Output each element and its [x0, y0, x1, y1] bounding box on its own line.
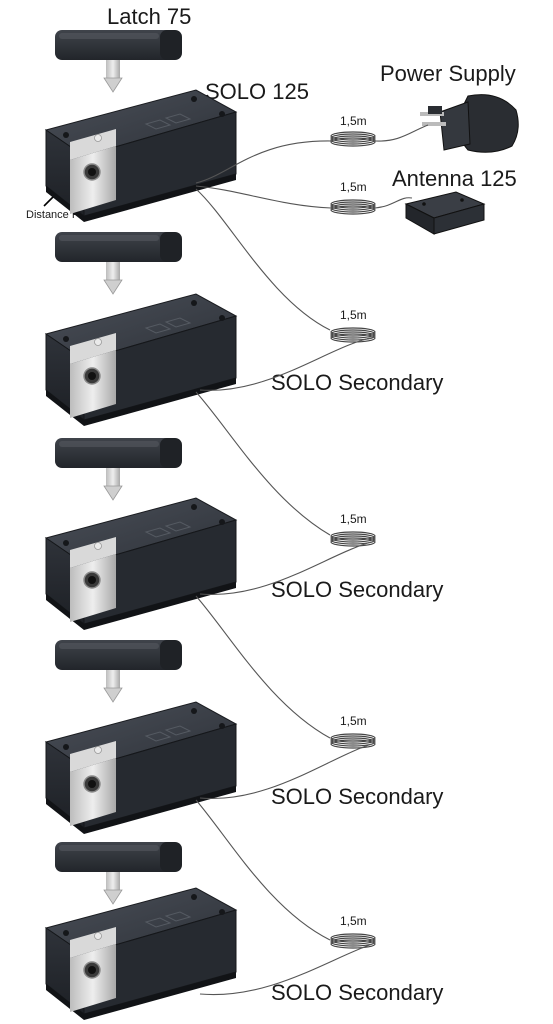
cable-length: 1,5m	[340, 714, 367, 728]
antenna-label: Antenna 125	[392, 166, 517, 191]
solo-secondary-label: SOLO Secondary	[271, 980, 443, 1005]
solo-125-lock	[45, 89, 237, 223]
solo-secondary-label: SOLO Secondary	[271, 370, 443, 395]
latch-75-secondary	[54, 437, 183, 501]
latch-label: Latch 75	[107, 4, 191, 29]
secondary-unit: 1,5m SOLO Secondary	[45, 639, 443, 941]
power-supply-device	[420, 94, 519, 153]
secondary-unit: 1,5m SOLO Secondary	[45, 231, 443, 536]
cables-main	[195, 124, 429, 331]
solo-secondary-label: SOLO Secondary	[271, 784, 443, 809]
cable-length: 1,5m	[340, 914, 367, 928]
secondary-unit: 1,5m SOLO Secondary	[45, 841, 443, 1021]
secondary-unit: 1,5m SOLO Secondary	[45, 437, 443, 739]
power-supply-label: Power Supply	[380, 61, 516, 86]
main-lock-label: SOLO 125	[205, 79, 309, 104]
cable-coil	[330, 733, 376, 749]
solo-secondary-label: SOLO Secondary	[271, 577, 443, 602]
latch-75-secondary	[54, 639, 183, 703]
latch-75-secondary	[54, 231, 183, 295]
cable-length-antenna: 1,5m	[340, 180, 367, 194]
latch-75	[54, 29, 183, 93]
cable-length: 1,5m	[340, 512, 367, 526]
cable-coil-antenna	[330, 199, 376, 215]
cable-coil	[330, 327, 376, 343]
antenna-125-device	[404, 191, 486, 235]
cable-length: 1,5m	[340, 308, 367, 322]
solo-secondary-lock	[45, 887, 237, 1021]
cable-coil-power	[330, 131, 376, 147]
cable-length-power: 1,5m	[340, 114, 367, 128]
cable-coil	[330, 531, 376, 547]
latch-75-secondary	[54, 841, 183, 905]
